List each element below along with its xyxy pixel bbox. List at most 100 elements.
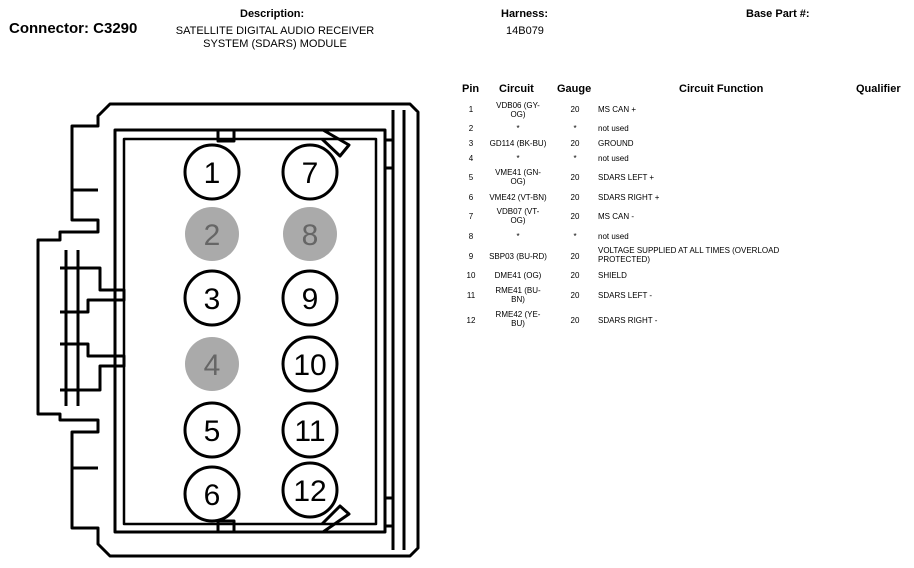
circuit-line: VDB07 (VT- [496, 207, 540, 216]
col-header-gauge: Gauge [557, 83, 592, 95]
pin-cell: 6 [468, 193, 474, 202]
pin-label: 10 [293, 349, 326, 382]
circuit-line: OG) [510, 216, 526, 225]
pin-3-cavity: 3 [183, 269, 241, 327]
pin-11-cavity: 11 [281, 401, 339, 459]
pin-circle [281, 461, 339, 519]
gauge-cell: 20 [570, 173, 580, 182]
pin-label: 6 [204, 479, 221, 512]
pin-1-cavity: 1 [183, 143, 241, 201]
circuit-cell: * [516, 124, 520, 133]
description-line-1: SATELLITE DIGITAL AUDIO RECEIVER [175, 25, 375, 37]
pin-label: 7 [302, 157, 319, 190]
function-cell: SDARS LEFT - [598, 291, 653, 300]
harness-label: Harness: [501, 8, 549, 20]
pin-cell: 3 [468, 139, 474, 148]
gauge-cell: 20 [570, 252, 580, 261]
pin-cell: 5 [468, 173, 474, 182]
function-cell: SHIELD [598, 271, 627, 280]
pin-circle [281, 335, 339, 393]
function-cell: SDARS RIGHT + [598, 193, 660, 202]
pin-10-cavity: 10 [281, 335, 339, 393]
connector-title: Connector: C3290 [9, 20, 138, 37]
pin-9-cavity: 9 [281, 269, 339, 327]
function-cell: SDARS RIGHT - [598, 316, 658, 325]
pin-label: 4 [204, 349, 221, 382]
circuit-line: BU) [511, 319, 525, 328]
circuit-line: VME41 (GN- [495, 168, 541, 177]
pin-circle [281, 143, 339, 201]
pin-2-cavity: 2 [185, 207, 239, 261]
gauge-cell: * [573, 124, 577, 133]
col-header-function: Circuit Function [679, 83, 764, 95]
pin-label: 9 [302, 283, 319, 316]
function-line: PROTECTED) [598, 255, 650, 264]
circuit-cell: * [516, 154, 520, 163]
pin-7-cavity: 7 [281, 143, 339, 201]
pin-circle [185, 207, 239, 261]
pin-cell: 9 [468, 252, 474, 261]
pin-label: 11 [294, 415, 325, 448]
function-cell: MS CAN + [598, 105, 637, 114]
circuit-cell: GD114 (BK-BU) [489, 139, 547, 148]
base-part-label: Base Part #: [746, 8, 810, 20]
circuit-line: OG) [510, 177, 526, 186]
pin-cell: 8 [468, 232, 474, 241]
gauge-cell: 20 [570, 193, 580, 202]
function-cell: SDARS LEFT + [598, 173, 655, 182]
pin-6-cavity: 6 [183, 465, 241, 523]
connector-face-diagram: 1 2 3 4 5 6 7 8 [36, 102, 420, 558]
function-cell: not used [598, 154, 629, 163]
pin-label: 2 [204, 219, 221, 252]
circuit-line: RME41 (BU- [495, 286, 541, 295]
circuit-cell: DME41 (OG) [494, 271, 542, 280]
pin-label: 5 [204, 415, 221, 448]
circuit-line: VDB06 (GY- [496, 101, 540, 110]
circuit-cell: SBP03 (BU-RD) [489, 252, 547, 261]
gauge-cell: 20 [570, 212, 580, 221]
pin-label: 3 [204, 283, 221, 316]
description-line-2: SYSTEM (SDARS) MODULE [203, 38, 347, 50]
circuit-line: OG) [510, 110, 526, 119]
gauge-cell: * [573, 232, 577, 241]
pin-cell: 12 [466, 316, 476, 325]
col-header-circuit: Circuit [499, 83, 534, 95]
pin-8-cavity: 8 [283, 207, 337, 261]
pin-circle [281, 401, 339, 459]
pin-circle [185, 337, 239, 391]
pin-grid: 1 2 3 4 5 6 7 8 [183, 143, 339, 523]
gauge-cell: 20 [570, 105, 580, 114]
circuit-cell: * [516, 232, 520, 241]
connector-housing [36, 102, 420, 558]
col-header-pin: Pin [462, 83, 480, 95]
pin-circle [183, 401, 241, 459]
circuit-line: RME42 (YE- [495, 310, 541, 319]
gauge-cell: 20 [570, 291, 580, 300]
pin-circle [183, 269, 241, 327]
pin-label: 12 [293, 475, 326, 508]
col-header-qualifier: Qualifier [856, 83, 901, 95]
circuit-cell: VME41 (GN-OG) [482, 168, 554, 186]
pin-cell: 1 [468, 105, 474, 114]
pin-circle [183, 465, 241, 523]
pin-5-cavity: 5 [183, 401, 241, 459]
pin-label: 1 [204, 157, 221, 190]
function-cell: not used [598, 232, 629, 241]
circuit-cell: VME42 (VT-BN) [489, 193, 547, 202]
circuit-cell: VDB06 (GY-OG) [482, 101, 554, 119]
circuit-cell: RME41 (BU-BN) [482, 286, 554, 304]
pin-cell: 7 [468, 212, 474, 221]
pin-12-cavity: 12 [281, 461, 339, 519]
pin-cell: 4 [468, 154, 474, 163]
description-label: Description: [240, 8, 305, 20]
gauge-cell: 20 [570, 139, 580, 148]
description-value: SATELLITE DIGITAL AUDIO RECEIVER SYSTEM … [150, 25, 400, 51]
pin-circle [281, 269, 339, 327]
pin-circle [183, 143, 241, 201]
pin-circle [283, 207, 337, 261]
function-cell: not used [598, 124, 629, 133]
circuit-cell: VDB07 (VT-OG) [482, 207, 554, 225]
gauge-cell: * [573, 154, 577, 163]
function-cell: GROUND [598, 139, 634, 148]
